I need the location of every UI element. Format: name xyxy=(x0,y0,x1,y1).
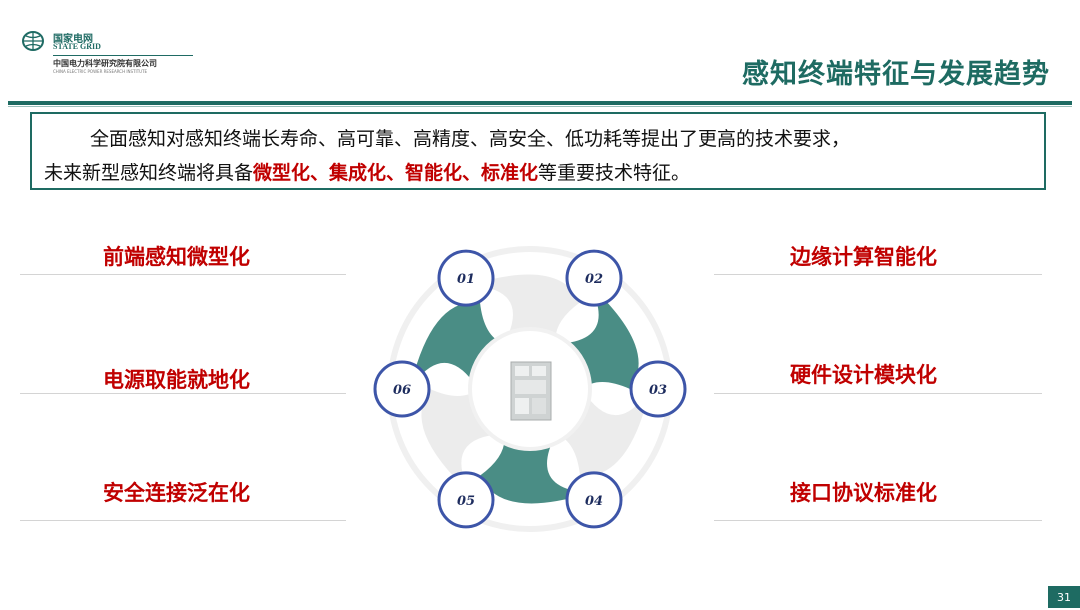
node-circle-06 xyxy=(373,360,431,418)
feature-left-1: 前端感知微型化 xyxy=(103,245,250,269)
node-03: 03 xyxy=(629,360,687,418)
node-label-04: 04 xyxy=(585,494,603,509)
node-circle-04 xyxy=(565,471,623,529)
logo-english-name: STATE GRID xyxy=(53,42,101,51)
petal-01 xyxy=(470,274,580,344)
logo-institute-name: 中国电力科学研究院有限公司 xyxy=(53,59,157,68)
node-circle-02 xyxy=(565,249,623,307)
feature-right-1-rule xyxy=(714,274,1042,275)
feature-left-3-rule xyxy=(20,520,346,521)
node-label-06: 06 xyxy=(393,383,411,398)
feature-left-2-rule xyxy=(20,393,346,394)
feature-cycle-diagram: 01 02 03 04 05 06 xyxy=(373,246,687,532)
feature-right-3: 接口协议标准化 xyxy=(790,481,937,505)
feature-right-2: 硬件设计模块化 xyxy=(790,363,937,387)
node-label-01: 01 xyxy=(457,272,475,287)
node-circle-03 xyxy=(629,360,687,418)
intro-line-2: 未来新型感知终端将具备微型化、集成化、智能化、标准化等重要技术特征。 xyxy=(44,156,1032,190)
feature-left-1-rule xyxy=(20,274,346,275)
node-circle-05 xyxy=(437,471,495,529)
feature-left-3: 安全连接泛在化 xyxy=(103,481,250,505)
node-circle-01 xyxy=(437,249,495,307)
terminal-device-image xyxy=(510,361,552,421)
logo-institute-english: CHINA ELECTRIC POWER RESEARCH INSTITUTE xyxy=(53,69,148,74)
node-label-03: 03 xyxy=(649,383,667,398)
node-05: 05 xyxy=(437,471,495,529)
slide-title: 感知终端特征与发展趋势 xyxy=(742,59,1050,90)
node-01: 01 xyxy=(437,249,495,307)
node-04: 04 xyxy=(565,471,623,529)
header-divider-thin xyxy=(8,106,1072,107)
petal-04 xyxy=(480,434,590,504)
feature-right-2-rule xyxy=(714,393,1042,394)
node-06: 06 xyxy=(373,360,431,418)
feature-left-2: 电源取能就地化 xyxy=(103,368,250,392)
logo-divider xyxy=(53,55,193,56)
node-02: 02 xyxy=(565,249,623,307)
intro-line-2-start: 未来新型感知终端将具备 xyxy=(44,162,254,184)
intro-line-1: 全面感知对感知终端长寿命、高可靠、高精度、高安全、低功耗等提出了更高的技术要求， xyxy=(90,128,851,150)
node-label-05: 05 xyxy=(457,494,475,509)
feature-right-3-rule xyxy=(714,520,1042,521)
intro-line-2-end: 等重要技术特征。 xyxy=(538,162,691,184)
intro-text-box: 全面感知对感知终端长寿命、高可靠、高精度、高安全、低功耗等提出了更高的技术要求，… xyxy=(30,112,1046,190)
feature-right-1: 边缘计算智能化 xyxy=(790,245,937,269)
nodes-group: 01 02 03 04 05 06 xyxy=(373,249,687,529)
node-label-02: 02 xyxy=(585,272,603,287)
header-divider xyxy=(8,101,1072,105)
page-number: 31 xyxy=(1048,586,1080,608)
logo-chinese-name: 国家电网 xyxy=(53,34,93,45)
intro-highlight: 微型化、集成化、智能化、标准化 xyxy=(253,162,539,184)
state-grid-globe-icon xyxy=(22,31,44,51)
